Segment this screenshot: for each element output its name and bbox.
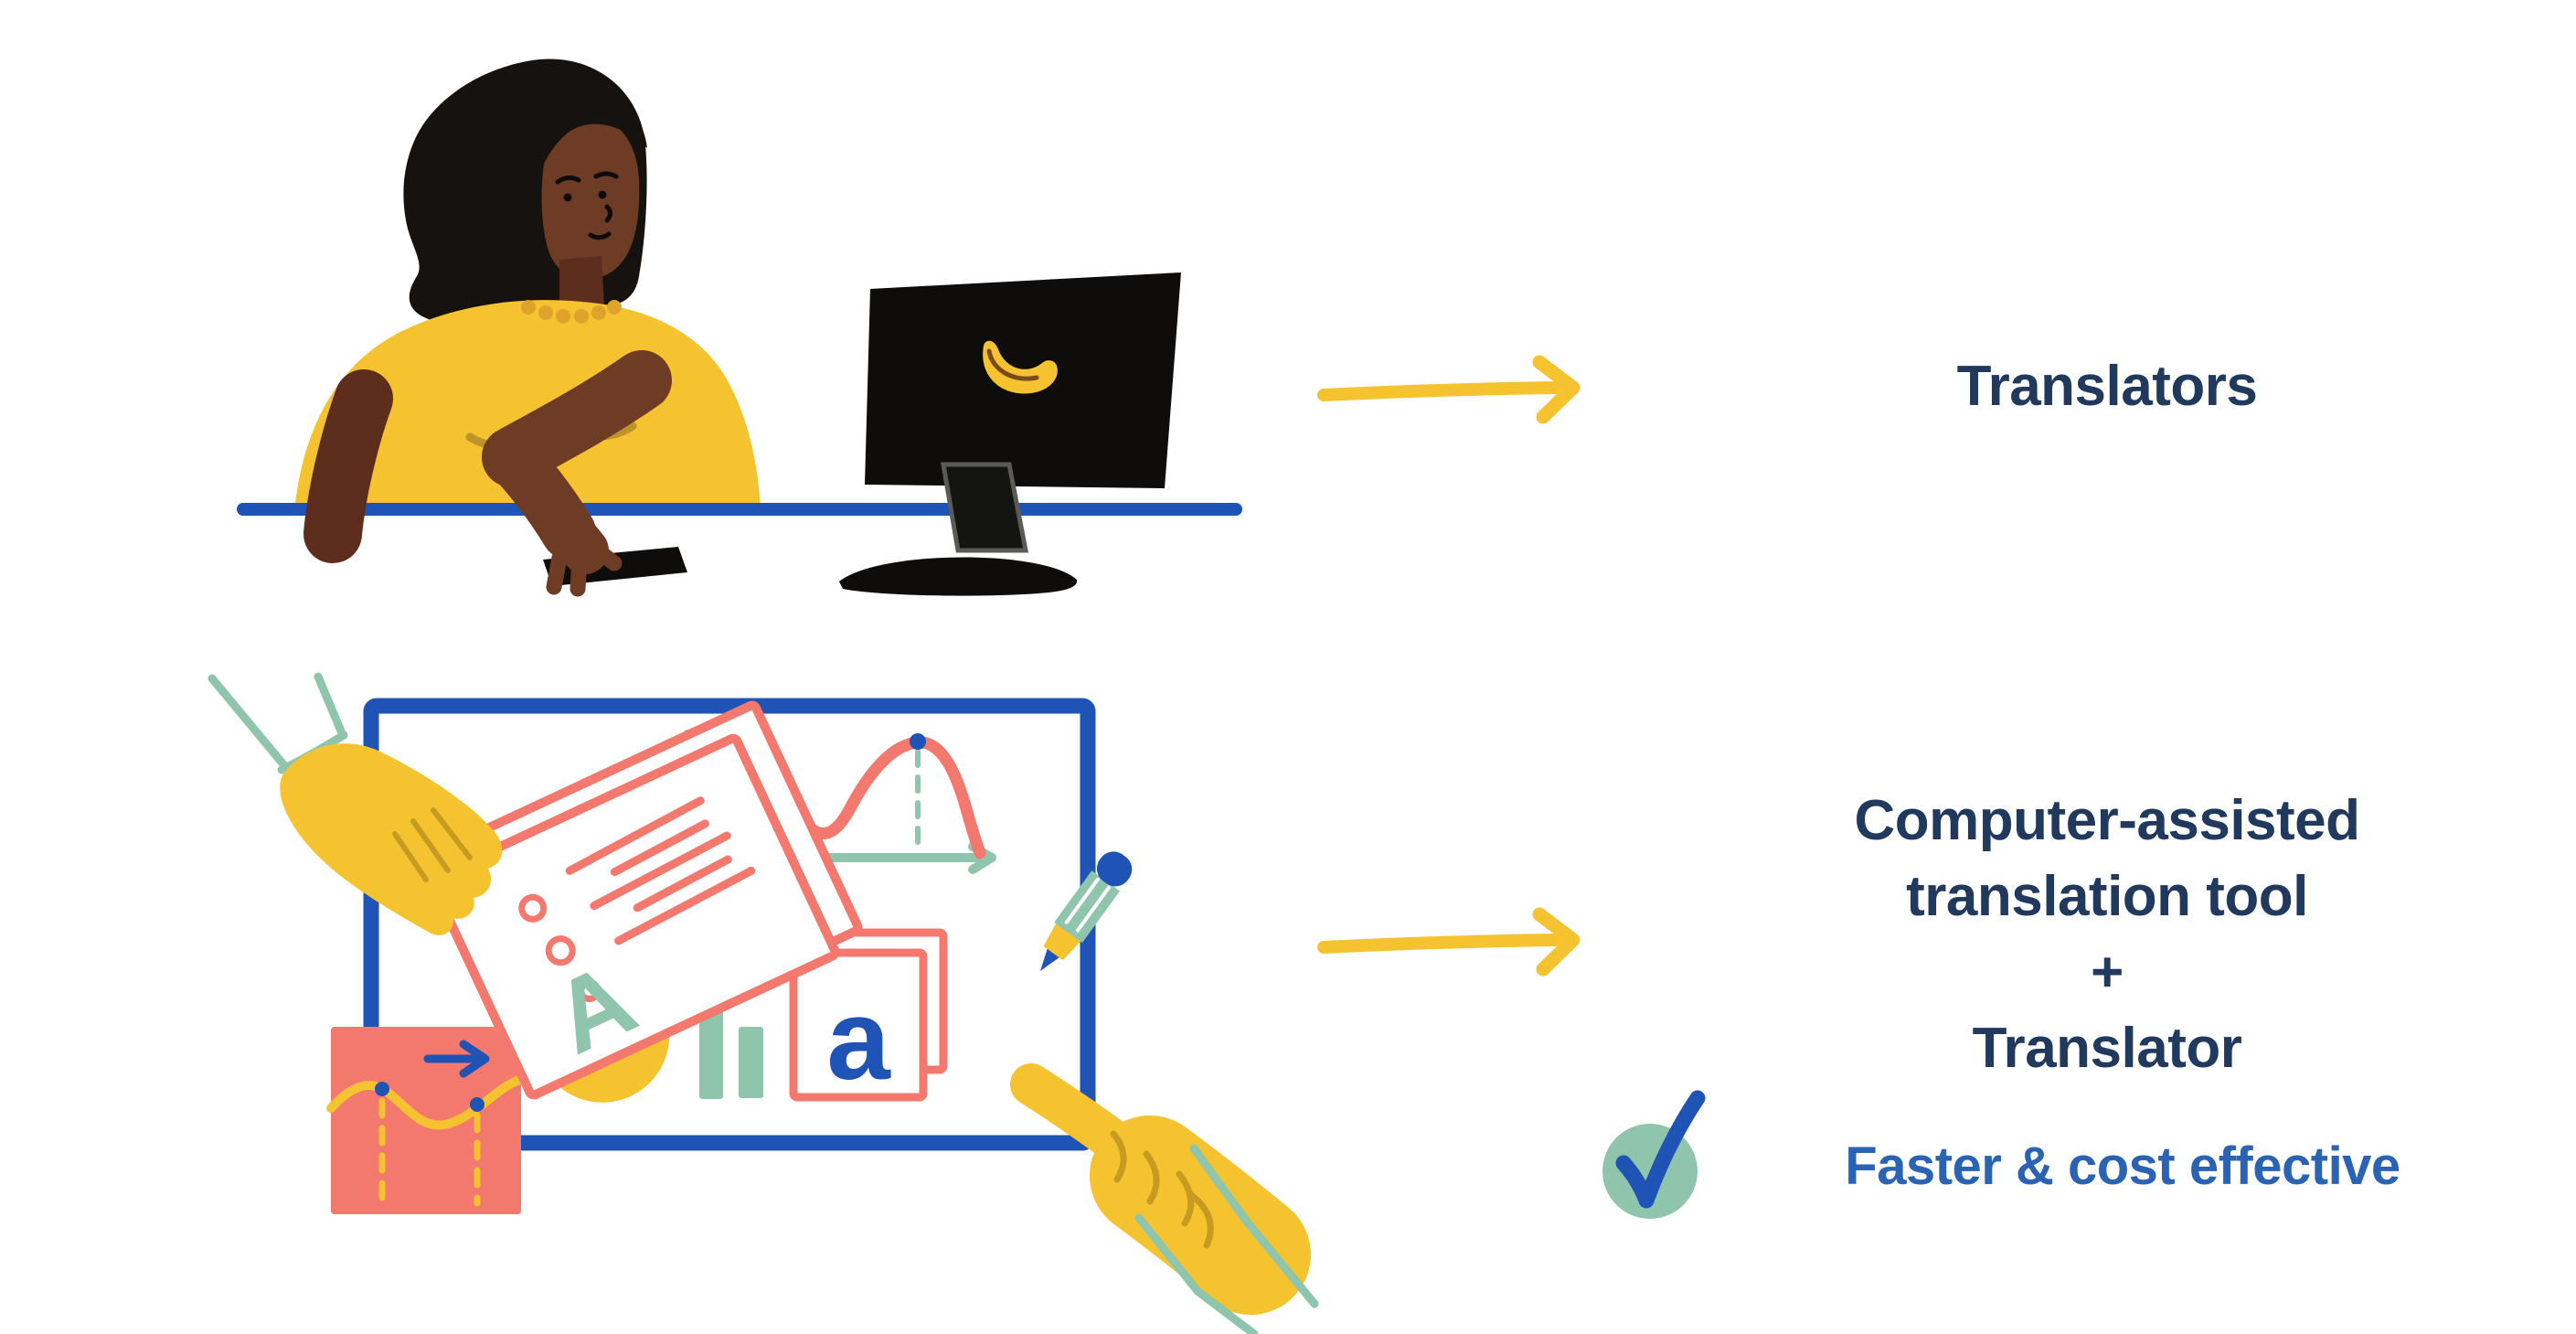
finger-creases	[392, 807, 473, 882]
trend-point	[375, 1082, 389, 1096]
pointing-hand-bottom	[1010, 1063, 1319, 1334]
translators-label: Translators	[1956, 355, 2258, 418]
computer-monitor	[839, 272, 1181, 596]
face-features	[555, 171, 619, 240]
benefit-label: Faster & cost effective	[1845, 1137, 2400, 1196]
checklist-lines	[565, 796, 756, 945]
trend-point	[470, 1097, 484, 1112]
checklist-papers: A	[427, 700, 863, 1100]
translator-at-computer-illustration	[237, 59, 1242, 597]
trend-dashed-guides	[378, 1097, 481, 1207]
monitor-base	[839, 557, 1078, 596]
knuckle-creases	[1110, 1130, 1214, 1249]
glove	[280, 743, 503, 935]
arms	[303, 350, 672, 597]
letter-cards: a	[789, 928, 948, 1104]
monitor-stand	[941, 462, 1029, 553]
cat-label-line-3: Translator	[1972, 1017, 2242, 1080]
cat-label-line-2: translation tool	[1906, 865, 2308, 928]
checklist-bullets	[518, 893, 601, 1003]
pencil-icon	[1040, 851, 1133, 971]
checkmark-badge	[1602, 1090, 1706, 1219]
pointing-hand	[534, 494, 609, 574]
check-icon	[1615, 1090, 1706, 1209]
cat-label-line-1: Computer-assisted	[1854, 789, 2360, 852]
face	[541, 112, 640, 280]
card-letter: a	[826, 976, 891, 1104]
necklace	[521, 300, 622, 324]
hand-holding-paper	[208, 672, 503, 935]
sleeve-cuff-bottom	[1134, 1144, 1319, 1334]
chart-point	[910, 733, 926, 750]
hair-fringe	[512, 89, 647, 192]
arrow-right-icon-top	[1317, 355, 1581, 424]
banana-logo-icon	[983, 340, 1058, 394]
glove-palm	[1090, 1115, 1311, 1315]
neck	[559, 256, 604, 311]
cat-tool-label: Computer-assisted translation tool + Tra…	[1787, 783, 2427, 1086]
left-arm	[303, 369, 393, 563]
cat-tool-whiteboard-illustration: a	[208, 672, 1319, 1334]
fingers	[546, 537, 623, 597]
trend-curve	[326, 1074, 527, 1130]
plus-sign: +	[2091, 941, 2124, 1004]
trend-arrow-icon	[423, 1040, 490, 1078]
arrow-right-icon-bottom	[1317, 907, 1581, 976]
trend-card	[326, 1027, 527, 1214]
